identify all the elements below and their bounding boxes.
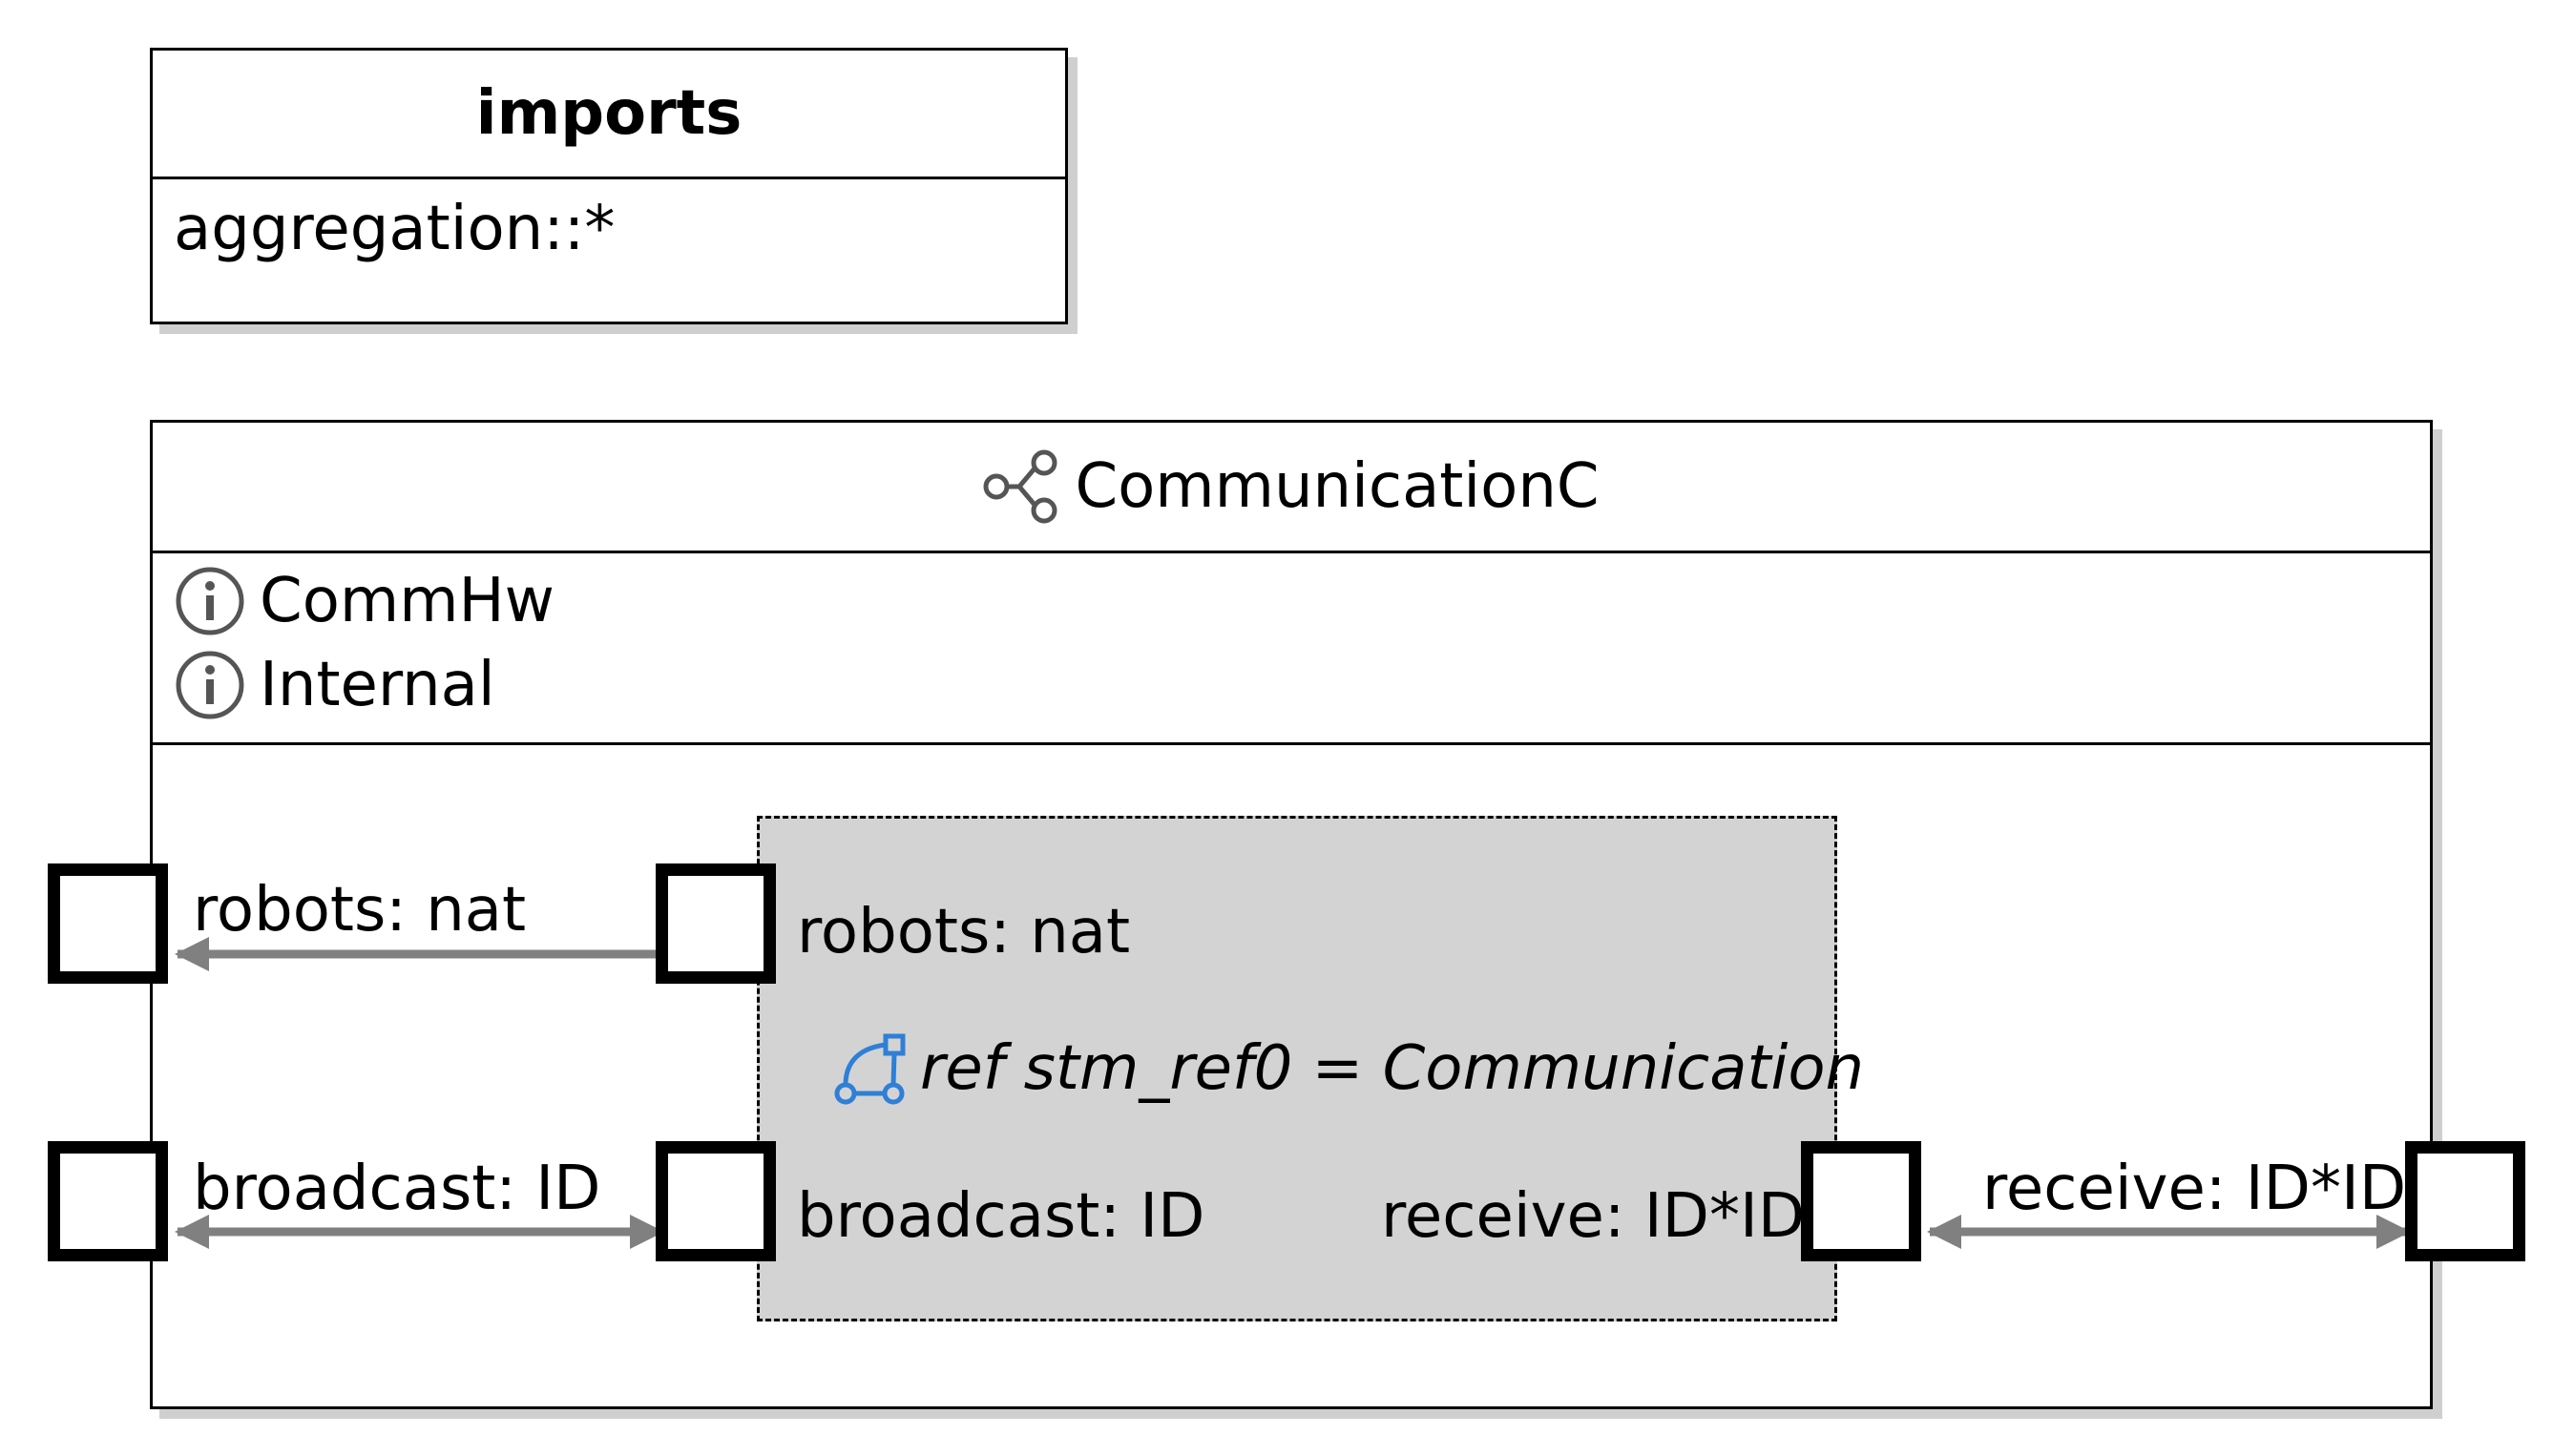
- port-broadcast-outer[interactable]: [48, 1141, 168, 1261]
- port-robots-outer[interactable]: [48, 863, 168, 984]
- controller-name: CommunicationC: [1075, 451, 1600, 522]
- reference-name: ref stm_ref0 = Communication: [920, 1033, 1865, 1104]
- port-label: broadcast: ID: [797, 1181, 1205, 1252]
- interface-icon: [176, 567, 244, 635]
- port-label: broadcast: ID: [193, 1154, 601, 1224]
- interface-label: CommHw: [260, 566, 555, 636]
- port-broadcast-inner[interactable]: [656, 1141, 776, 1261]
- controller-header: CommunicationC: [153, 423, 2430, 553]
- controller-icon: [983, 449, 1057, 524]
- imports-title: imports: [153, 51, 1065, 179]
- port-label: receive: ID*ID: [1381, 1181, 1806, 1252]
- port-receive-outer[interactable]: [2405, 1141, 2525, 1261]
- imports-block[interactable]: imports aggregation::*: [150, 48, 1068, 324]
- port-robots-inner[interactable]: [656, 863, 776, 984]
- reference-label: ref stm_ref0 = Communication: [834, 1030, 1864, 1107]
- port-label: receive: ID*ID: [1982, 1154, 2407, 1224]
- interface-label: Internal: [260, 650, 495, 720]
- state-machine-reference[interactable]: [757, 816, 1837, 1321]
- state-machine-icon: [834, 1033, 906, 1105]
- port-label: robots: nat: [193, 875, 527, 946]
- import-item: aggregation::*: [174, 194, 616, 264]
- interface-icon: [176, 651, 244, 719]
- interface-item-internal[interactable]: Internal: [174, 649, 495, 721]
- port-label: robots: nat: [797, 897, 1131, 967]
- interfaces-compartment: CommHw Internal: [153, 553, 2430, 745]
- interface-item-commhw[interactable]: CommHw: [174, 565, 555, 637]
- port-receive-inner[interactable]: [1801, 1141, 1921, 1261]
